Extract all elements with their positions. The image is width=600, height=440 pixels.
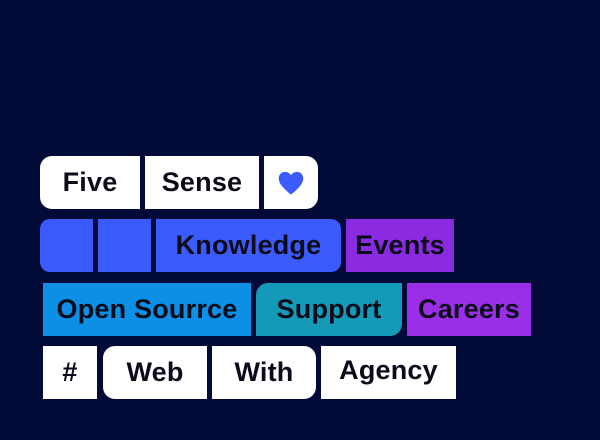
tag-web-label: Web	[126, 357, 184, 387]
tag-open-source-label: Open Sourrce	[56, 294, 238, 324]
tag-knowledge-label: Knowledge	[175, 230, 322, 260]
tag-hash[interactable]: #	[43, 346, 97, 399]
tag-hash-label: #	[62, 357, 78, 387]
tag-careers[interactable]: Careers	[407, 283, 531, 336]
tag-events-label: Events	[355, 230, 445, 260]
tag-sense[interactable]: Sense	[145, 156, 259, 209]
tag-web[interactable]: Web	[103, 346, 207, 399]
heart-icon	[278, 171, 304, 195]
tag-agency[interactable]: Agency	[321, 346, 456, 399]
tag-sense-label: Sense	[161, 167, 243, 197]
tag-with-label: With	[234, 357, 294, 387]
tag-blank-square-2[interactable]	[98, 219, 151, 272]
tag-support[interactable]: Support	[256, 283, 402, 336]
tag-events[interactable]: Events	[346, 219, 454, 272]
tag-heart[interactable]	[264, 156, 318, 209]
tag-careers-label: Careers	[418, 294, 520, 324]
tag-five-label: Five	[62, 167, 118, 197]
tag-support-label: Support	[276, 294, 382, 324]
tag-open-source[interactable]: Open Sourrce	[43, 283, 251, 336]
tag-knowledge[interactable]: Knowledge	[156, 219, 341, 272]
tag-agency-label: Agency	[339, 355, 438, 385]
tag-five[interactable]: Five	[40, 156, 140, 209]
tag-blank-square-1[interactable]	[40, 219, 93, 272]
tag-with[interactable]: With	[212, 346, 316, 399]
